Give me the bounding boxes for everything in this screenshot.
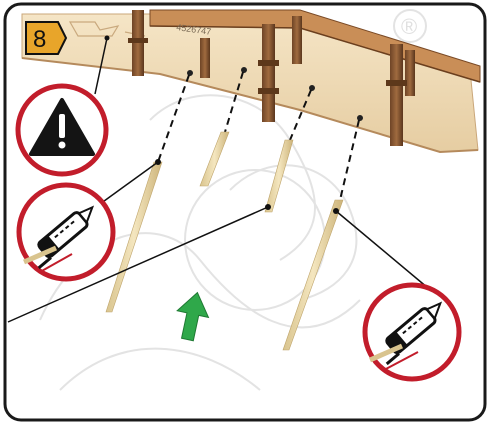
pin-hole	[188, 71, 192, 75]
cut-callout-right	[365, 285, 459, 379]
step-number: 8	[33, 26, 46, 53]
wood-post	[292, 16, 302, 64]
registered-mark: ®	[401, 14, 417, 39]
wood-post	[262, 24, 275, 122]
wood-post	[390, 44, 403, 146]
wood-post	[200, 38, 210, 78]
cut-callout-left	[19, 185, 113, 279]
pin-hole	[358, 116, 362, 120]
pin-hole	[310, 86, 314, 90]
wood-post	[405, 50, 415, 96]
warning-callout	[18, 86, 106, 174]
step-badge: 8	[26, 22, 66, 54]
pin-hole	[242, 68, 246, 72]
